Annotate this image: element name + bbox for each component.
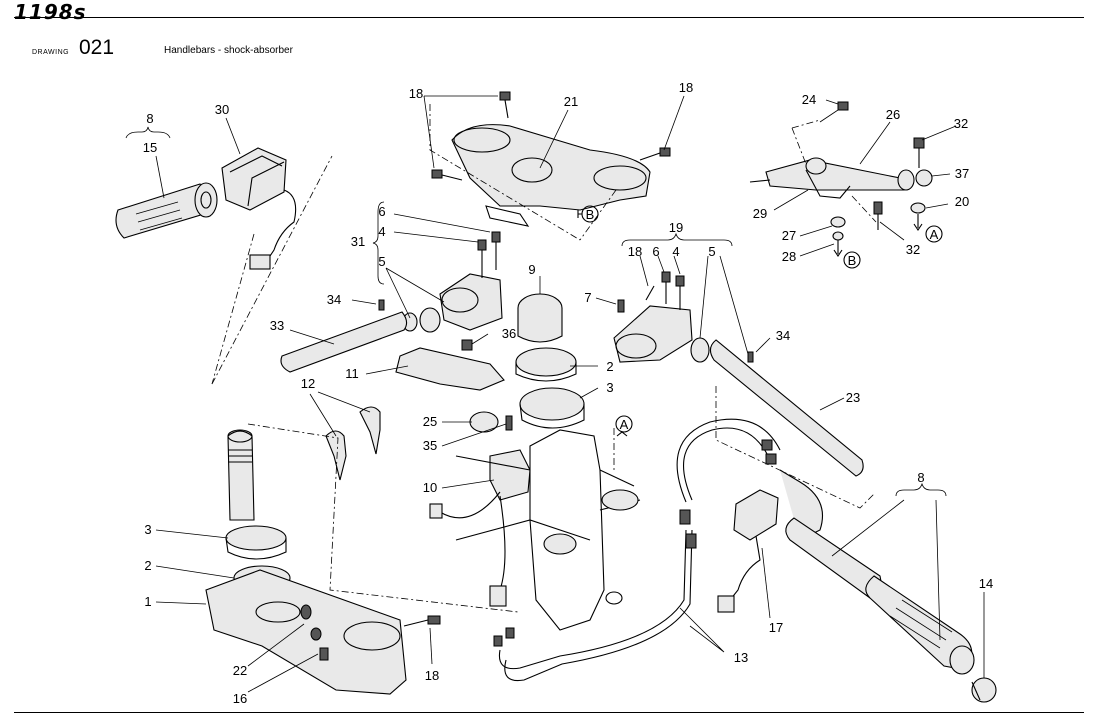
ref-a-damper: A [930,227,939,242]
callout-27: 27 [782,228,796,243]
leader-lines [155,95,985,693]
callout-34-left: 34 [327,292,341,307]
frame-headstock [455,428,641,631]
callout-19: 19 [669,220,683,235]
callout-14: 14 [979,576,993,591]
right-grip-assembly [717,469,997,703]
callout-18-bottom: 18 [425,668,439,683]
callout-8-left: 8 [146,111,153,126]
reference-markers [577,205,943,437]
callout-37: 37 [955,166,969,181]
ref-b-upper: B [586,207,595,222]
callout-18-top-left: 18 [409,86,423,101]
callout-36: 36 [502,326,516,341]
callout-11: 11 [345,366,359,381]
drawing-label: DRAWING [32,49,70,56]
right-handlebar-tube [709,339,875,509]
throttle-cables [493,418,781,682]
drawing-title: Handlebars - shock-absorber [164,45,293,56]
callout-21: 21 [564,94,578,109]
callout-25: 25 [423,414,437,429]
callout-30: 30 [215,102,229,117]
group-brackets [125,126,947,497]
ref-b-damper: B [848,253,857,268]
callout-4-left: 4 [378,224,385,239]
callout-13: 13 [734,650,748,665]
callout-2-left: 2 [144,558,151,573]
callout-3-left: 3 [144,522,151,537]
callout-28: 28 [782,249,796,264]
steering-damper [749,101,933,257]
left-handlebar-tube [280,299,408,373]
left-clip-on [402,231,503,333]
callout-26: 26 [886,107,900,122]
callout-34-right: 34 [776,328,790,343]
callout-10: 10 [423,480,437,495]
ref-a-frame: A [620,417,629,432]
callout-2-right: 2 [606,359,613,374]
lower-steering-head [205,423,519,695]
callout-29: 29 [753,206,767,221]
callout-numbers: 8 15 30 18 21 18 24 26 32 37 20 29 27 28… [143,80,993,706]
drawing-number: 021 [79,36,115,59]
left-grip-assembly [115,147,333,385]
callout-35: 35 [423,438,437,453]
callout-16: 16 [233,691,247,706]
callout-22: 22 [233,663,247,678]
callout-18-right-clip: 18 [628,244,642,259]
upper-steering-head [429,91,671,241]
callout-7: 7 [584,290,591,305]
callout-23: 23 [846,390,860,405]
header-rule [14,17,1084,18]
callout-8-right: 8 [917,470,924,485]
footer-rule [14,712,1084,713]
callout-20: 20 [955,194,969,209]
model-logo: 1198s [14,0,87,24]
reference-letters: B B A A [586,207,939,432]
right-clip-on [613,271,710,363]
callout-5-right: 5 [708,244,715,259]
callout-1: 1 [144,594,151,609]
callout-3-right: 3 [606,380,613,395]
callout-32-top: 32 [954,116,968,131]
callout-6-left: 6 [378,204,385,219]
callout-12: 12 [301,376,315,391]
callout-15: 15 [143,140,157,155]
callout-5-left: 5 [378,254,385,269]
callout-6-right: 6 [652,244,659,259]
callout-31: 31 [351,234,365,249]
callout-24: 24 [802,92,816,107]
steering-components [325,293,585,607]
callout-9: 9 [528,262,535,277]
callout-32-bottom: 32 [906,242,920,257]
callout-17: 17 [769,620,783,635]
callout-18-top-right: 18 [679,80,693,95]
callout-33: 33 [270,318,284,333]
callout-4-right: 4 [672,244,679,259]
